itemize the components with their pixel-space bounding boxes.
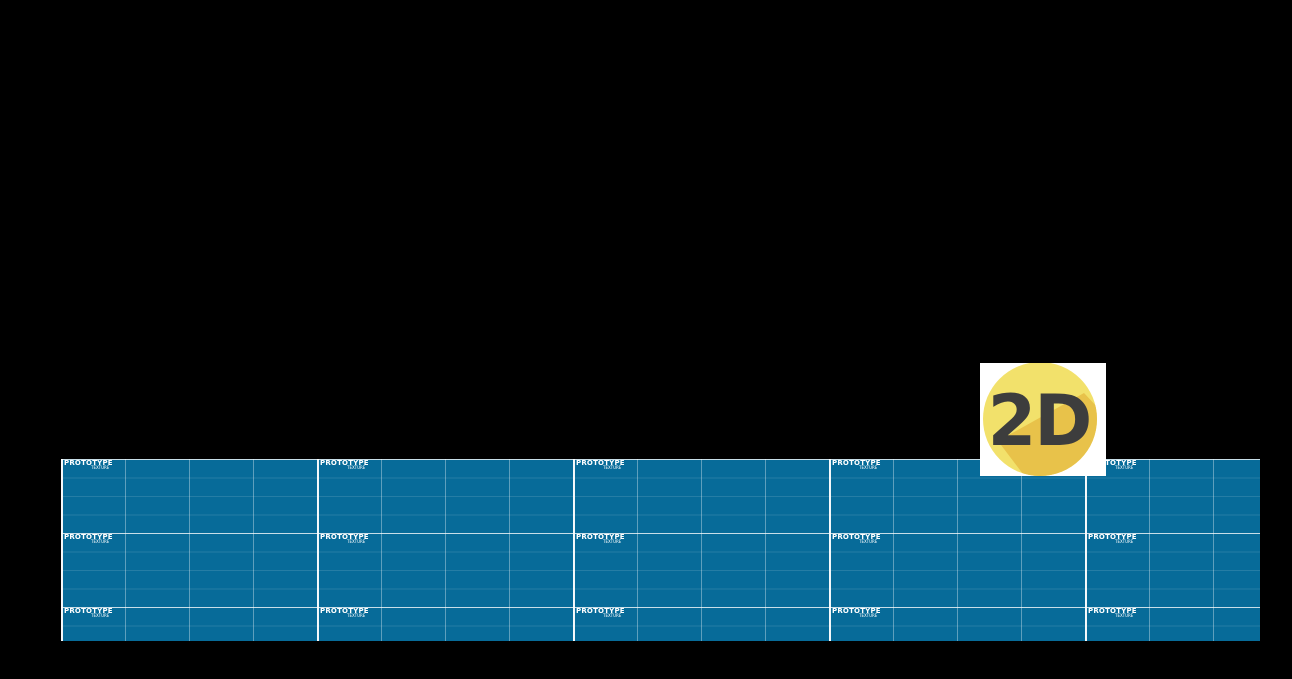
tile-label-subtitle: TEXTURE bbox=[91, 613, 110, 618]
tile-label-subtitle: TEXTURE bbox=[859, 613, 878, 618]
2d-mode-badge[interactable]: 2D bbox=[980, 363, 1106, 476]
tile-label-title: PROTOTYPE bbox=[832, 533, 881, 541]
tile-label-title: PROTOTYPE bbox=[576, 533, 625, 541]
tile-label-subtitle: TEXTURE bbox=[603, 539, 622, 544]
tile-label-subtitle: TEXTURE bbox=[1115, 465, 1134, 470]
tile-label-title: PROTOTYPE bbox=[576, 459, 625, 467]
tile-label-title: PROTOTYPE bbox=[320, 459, 369, 467]
tile-label-title: PROTOTYPE bbox=[1088, 533, 1137, 541]
tile-label-title: PROTOTYPE bbox=[832, 459, 881, 467]
2d-mode-icon: 2D bbox=[983, 363, 1097, 476]
tile-label-subtitle: TEXTURE bbox=[347, 613, 366, 618]
tile-label-title: PROTOTYPE bbox=[320, 533, 369, 541]
badge-label: 2D bbox=[988, 380, 1091, 462]
tile-label-subtitle: TEXTURE bbox=[91, 539, 110, 544]
tile-label-subtitle: TEXTURE bbox=[1115, 613, 1134, 618]
tile-label-title: PROTOTYPE bbox=[1088, 607, 1137, 615]
tile-label-title: PROTOTYPE bbox=[576, 607, 625, 615]
tile-label-title: PROTOTYPE bbox=[832, 607, 881, 615]
badge-long-shadow bbox=[998, 393, 1097, 476]
tile-label-title: PROTOTYPE bbox=[64, 533, 113, 541]
tile-label-subtitle: TEXTURE bbox=[347, 465, 366, 470]
tile-label-title: PROTOTYPE bbox=[320, 607, 369, 615]
tile-label-subtitle: TEXTURE bbox=[347, 539, 366, 544]
tile-label-subtitle: TEXTURE bbox=[859, 539, 878, 544]
tile-label-title: PROTOTYPE bbox=[64, 607, 113, 615]
tile-label-subtitle: TEXTURE bbox=[603, 465, 622, 470]
tile-label-subtitle: TEXTURE bbox=[859, 465, 878, 470]
tile-label-title: PROTOTYPE bbox=[64, 459, 113, 467]
tile-label-subtitle: TEXTURE bbox=[1115, 539, 1134, 544]
tile-label-subtitle: TEXTURE bbox=[91, 465, 110, 470]
tile-label-subtitle: TEXTURE bbox=[603, 613, 622, 618]
